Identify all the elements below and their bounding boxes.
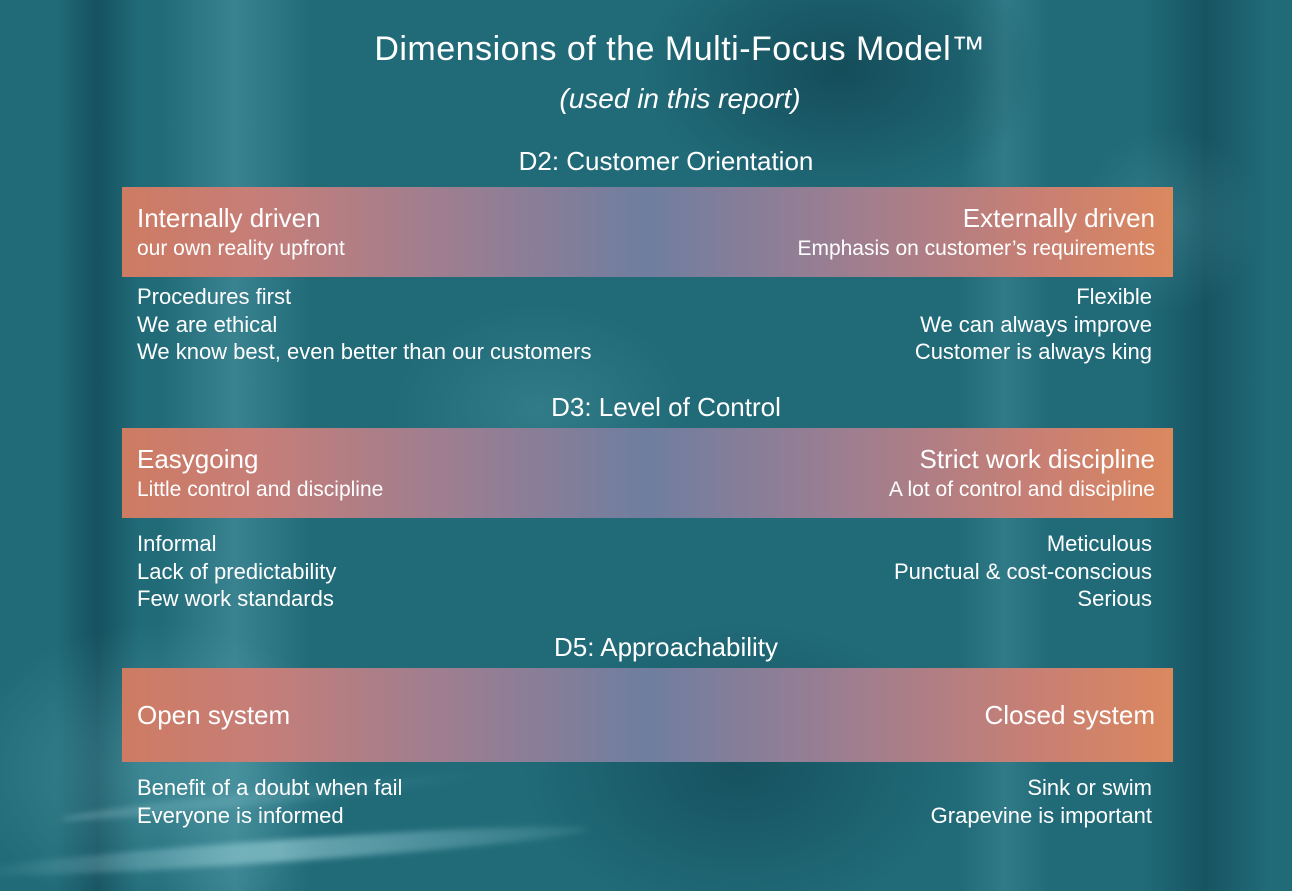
page-title: Dimensions of the Multi-Focus Model™ (374, 30, 986, 68)
attribute-list-left-d3: Informal Lack of predictability Few work… (137, 530, 336, 613)
pole-right-d5: Closed system (985, 699, 1156, 732)
pole-label: Strict work discipline (919, 443, 1155, 474)
attribute-list-right-d2: Flexible We can always improve Customer … (915, 283, 1152, 366)
section-heading-d3: D3: Level of Control (551, 392, 781, 422)
list-item: Lack of predictability (137, 558, 337, 584)
list-item: We know best, even better than our custo… (137, 339, 592, 364)
list-item: We are ethical (137, 311, 278, 337)
list-item: Procedures first (137, 284, 292, 309)
pole-right-d2: Externally driven Emphasis on customer’s… (797, 202, 1155, 263)
dimension-bar-d2: Internally driven our own reality upfron… (122, 187, 1173, 277)
dimension-bar-d3: Easygoing Little control and discipline … (122, 428, 1173, 518)
pole-left-d3: Easygoing Little control and discipline (137, 443, 383, 504)
page-subtitle: (used in this report) (559, 83, 801, 114)
list-item: We can always improve (920, 311, 1152, 337)
pole-left-d5: Open system (137, 699, 290, 732)
attribute-list-left-d2: Procedures first We are ethical We know … (137, 283, 592, 366)
bottom-white-strip (0, 891, 1292, 896)
list-item: Flexible (1076, 284, 1152, 309)
list-item: Benefit of a doubt when fail (137, 775, 403, 800)
list-item: Punctual & cost-conscious (893, 558, 1152, 584)
section-heading-d5: D5: Approachability (553, 632, 779, 662)
dimension-bar-d5: Open system Closed system (122, 668, 1173, 762)
pole-right-d3: Strict work discipline A lot of control … (889, 443, 1155, 504)
list-item: Grapevine is important (930, 802, 1152, 828)
list-item: Sink or swim (1027, 775, 1152, 800)
pole-label: Easygoing (137, 443, 259, 474)
pole-label: Open system (137, 699, 291, 730)
list-item: Customer is always king (914, 339, 1152, 364)
pole-sublabel: our own reality upfront (137, 236, 345, 260)
pole-left-d2: Internally driven our own reality upfron… (137, 202, 345, 263)
attribute-list-right-d3: Meticulous Punctual & cost-conscious Ser… (894, 530, 1152, 613)
pole-sublabel: A lot of control and discipline (888, 477, 1155, 501)
list-item: Serious (1077, 586, 1152, 611)
pole-sublabel: Little control and discipline (137, 477, 384, 501)
pole-label: Closed system (984, 699, 1156, 730)
attribute-list-right-d5: Sink or swim Grapevine is important (931, 774, 1152, 829)
section-heading-d2: D2: Customer Orientation (518, 146, 814, 176)
list-item: Everyone is informed (137, 802, 344, 828)
pole-label: Internally driven (137, 202, 321, 233)
pole-label: Externally driven (962, 202, 1155, 233)
list-item: Meticulous (1046, 531, 1152, 556)
list-item: Informal (137, 531, 217, 556)
attribute-list-left-d5: Benefit of a doubt when fail Everyone is… (137, 774, 402, 829)
pole-sublabel: Emphasis on customer’s requirements (797, 236, 1155, 260)
list-item: Few work standards (137, 586, 334, 611)
